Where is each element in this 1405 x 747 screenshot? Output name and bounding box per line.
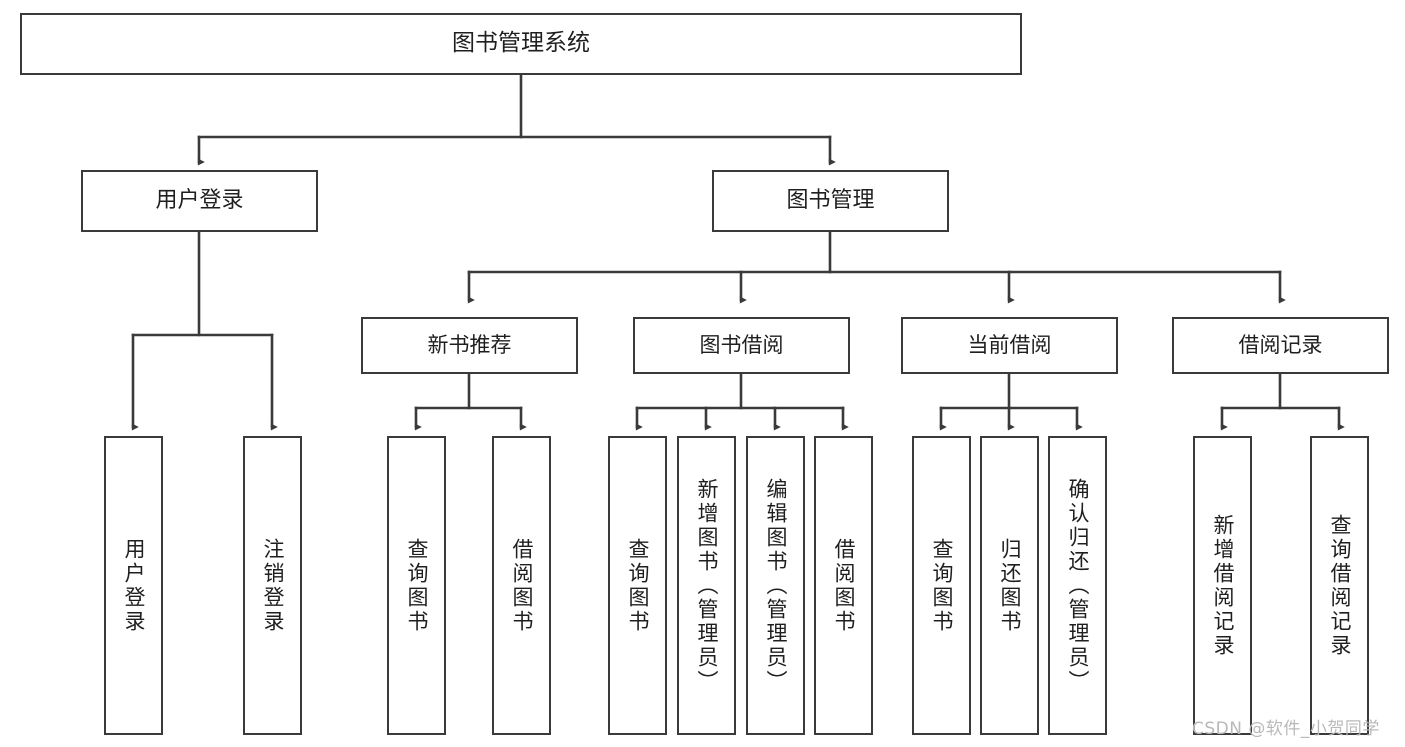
node-label: 图书管理: [786, 188, 875, 214]
node-label: 新增图书（管理员）: [695, 477, 719, 694]
node-leaf-user-login[interactable]: 用户登录: [104, 436, 163, 735]
node-label: 图书借阅: [699, 333, 784, 358]
node-label: 图书管理系统: [452, 30, 590, 57]
node-label: 查询借阅记录: [1328, 513, 1352, 658]
node-root-book-management-system[interactable]: 图书管理系统: [20, 13, 1022, 75]
watermark: CSDN @软件_小贺同学: [1192, 719, 1380, 739]
node-leaf-return-book[interactable]: 归还图书: [980, 436, 1039, 735]
node-leaf-add-borrow-record[interactable]: 新增借阅记录: [1193, 436, 1252, 735]
node-label: 归还图书: [998, 537, 1022, 634]
node-leaf-query-book-borrow[interactable]: 查询图书: [608, 436, 667, 735]
node-label: 用户登录: [155, 188, 244, 214]
node-label: 借阅图书: [510, 537, 534, 634]
node-label: 查询图书: [626, 537, 650, 634]
node-label: 借阅图书: [832, 537, 856, 634]
node-leaf-logout-login[interactable]: 注销登录: [243, 436, 302, 735]
node-label: 新书推荐: [427, 333, 512, 358]
node-leaf-query-book-recommend[interactable]: 查询图书: [387, 436, 446, 735]
node-label: 当前借阅: [967, 333, 1052, 358]
node-user-login[interactable]: 用户登录: [81, 170, 318, 232]
node-label: 编辑图书（管理员）: [764, 477, 788, 694]
node-leaf-borrow-book[interactable]: 借阅图书: [814, 436, 873, 735]
node-borrow-record[interactable]: 借阅记录: [1172, 317, 1389, 374]
node-current-borrow[interactable]: 当前借阅: [901, 317, 1118, 374]
node-label: 注销登录: [261, 537, 285, 634]
node-label: 新增借阅记录: [1211, 513, 1235, 658]
node-label: 借阅记录: [1238, 333, 1323, 358]
node-leaf-borrow-book-recommend[interactable]: 借阅图书: [492, 436, 551, 735]
node-leaf-add-book[interactable]: 新增图书（管理员）: [677, 436, 736, 735]
node-leaf-query-borrow-record[interactable]: 查询借阅记录: [1310, 436, 1369, 735]
node-label: 查询图书: [930, 537, 954, 634]
node-book-borrow[interactable]: 图书借阅: [633, 317, 850, 374]
node-label: 用户登录: [122, 537, 146, 634]
node-label: 确认归还（管理员）: [1066, 477, 1090, 694]
node-new-book-recommend[interactable]: 新书推荐: [361, 317, 578, 374]
node-leaf-edit-book[interactable]: 编辑图书（管理员）: [746, 436, 805, 735]
node-leaf-confirm-return[interactable]: 确认归还（管理员）: [1048, 436, 1107, 735]
node-label: 查询图书: [405, 537, 429, 634]
node-leaf-query-book-current[interactable]: 查询图书: [912, 436, 971, 735]
node-book-management[interactable]: 图书管理: [712, 170, 949, 232]
